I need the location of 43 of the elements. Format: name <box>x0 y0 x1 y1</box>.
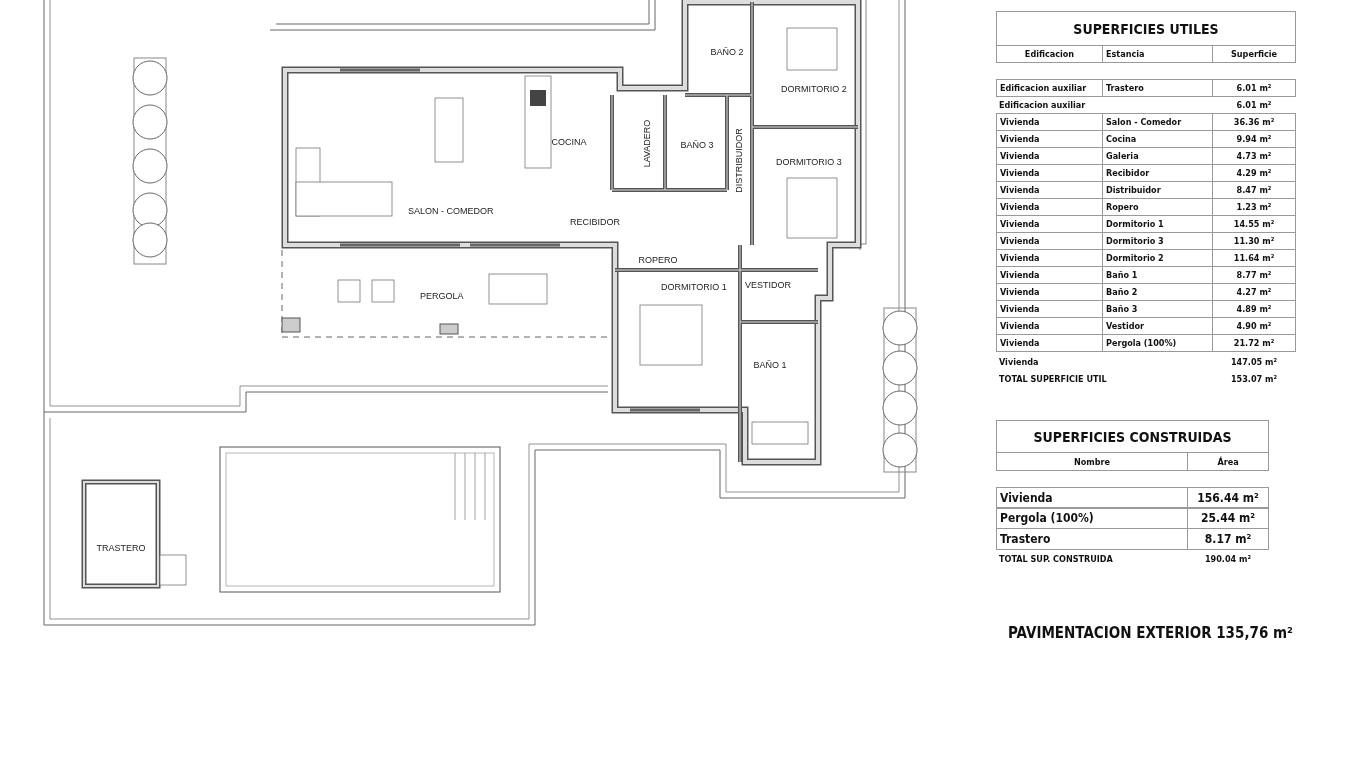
room-label: PERGOLA <box>420 290 464 302</box>
table-cell: 21.72 m² <box>1212 334 1296 352</box>
room-label: COCINA <box>551 136 587 148</box>
room-label: BAÑO 2 <box>710 46 744 58</box>
column-header: Edificacion <box>996 45 1103 63</box>
room-label: BAÑO 3 <box>680 139 714 151</box>
table-cell-text: 147.05 m² <box>1229 356 1278 369</box>
table-cell: Vivienda <box>996 487 1188 509</box>
table-cell-text: 190.04 m² <box>1203 552 1252 566</box>
table-cell: Pergola (100%) <box>996 507 1188 529</box>
room-label: RECIBIDOR <box>570 216 620 228</box>
room-label: LAVADERO <box>642 119 654 167</box>
room-label: DORMITORIO 2 <box>781 83 847 95</box>
room-label: DORMITORIO 1 <box>661 281 727 293</box>
room-label: DORMITORIO 3 <box>776 156 842 168</box>
table-title: SUPERFICIES CONSTRUIDAS <box>996 420 1269 453</box>
room-label: TRASTERO <box>96 542 146 554</box>
table-cell: 8.17 m² <box>1187 528 1269 550</box>
table-cell-text: 6.01 m² <box>1235 99 1273 112</box>
table-cell: Trastero <box>1102 79 1213 97</box>
table-cell: 156.44 m² <box>1187 487 1269 509</box>
table-cell-text: 153.07 m² <box>1229 373 1278 386</box>
table-cell-text: Vivienda <box>998 356 1040 369</box>
table-cell-text: Edificacion auxiliar <box>998 99 1087 112</box>
table-cell: Vivienda <box>996 113 1103 131</box>
table-cell: Vivienda <box>996 334 1103 352</box>
room-label: ROPERO <box>638 254 678 266</box>
room-label: VESTIDOR <box>745 279 791 291</box>
table-cell-text: TOTAL SUPERFICIE UTIL <box>998 373 1108 386</box>
room-label: BAÑO 1 <box>753 359 787 371</box>
summary-note: PAVIMENTACION EXTERIOR 135,76 m² <box>1007 622 1294 644</box>
column-header: Superficie <box>1212 45 1296 63</box>
room-label: DISTRIBUIDOR <box>733 127 745 193</box>
table-cell: Trastero <box>996 528 1188 550</box>
column-header: Área <box>1187 452 1269 471</box>
table-cell: Edificacion auxiliar <box>996 79 1103 97</box>
room-label: SALON - COMEDOR <box>408 205 494 217</box>
table-cell: 25.44 m² <box>1187 507 1269 529</box>
table-title: SUPERFICIES UTILES <box>996 11 1296 46</box>
table-cell: 6.01 m² <box>1212 79 1296 97</box>
table-cell-text: TOTAL SUP. CONSTRUIDA <box>998 552 1114 566</box>
column-header: Nombre <box>996 452 1188 471</box>
table-cell: 36.36 m² <box>1212 113 1296 131</box>
